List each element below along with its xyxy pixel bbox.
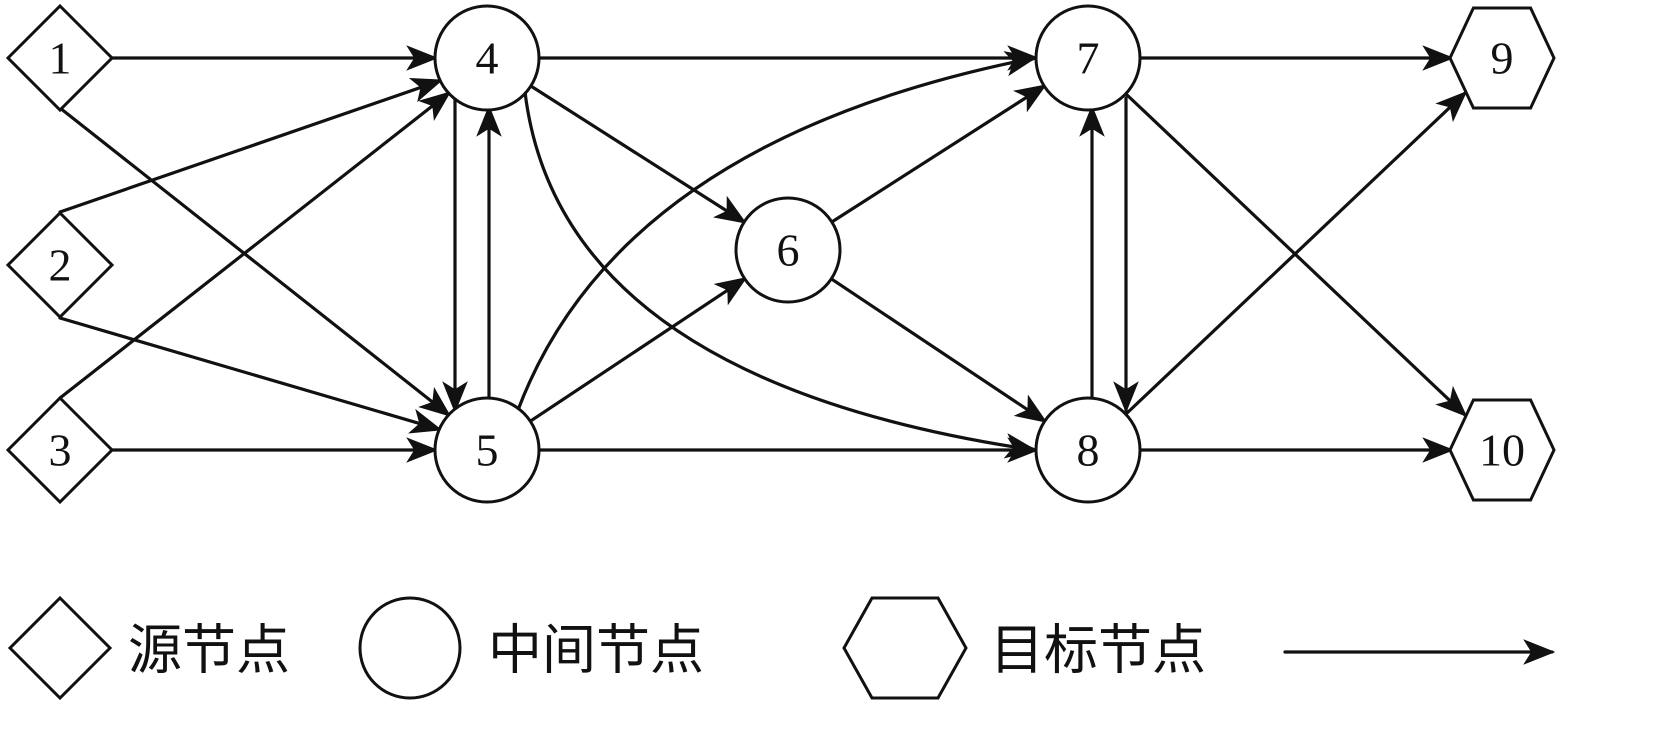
intermediate-node-circle (1034, 4, 1142, 112)
edge-2-to-4 (58, 77, 444, 214)
node-8-label: 8 (1077, 425, 1100, 476)
node-1: 1 (5, 3, 115, 113)
intermediate-node-circle (433, 4, 541, 112)
intermediate-node-circle (734, 196, 842, 304)
node-4: 4 (433, 4, 541, 112)
node-10: 10 (1448, 398, 1556, 502)
edge-1-to-5 (58, 106, 452, 417)
legend-target-label: 目标节点 (990, 619, 1206, 682)
source-node-diamond (5, 3, 115, 113)
legend: 源节点 中间节点 目标节点 (7, 595, 1556, 701)
edge-4-to-8 (523, 90, 1038, 459)
legend-source-diamond-icon (7, 595, 113, 701)
edge-6-to-8 (829, 277, 1048, 423)
edge-5-to-6 (528, 277, 748, 423)
source-node-diamond (5, 395, 115, 505)
edge-8-to-9 (1124, 90, 1468, 416)
node-2: 2 (5, 210, 115, 320)
edge-5-to-7 (516, 51, 1038, 412)
node-5-label: 5 (476, 425, 499, 476)
node-6-label: 6 (777, 225, 800, 276)
target-node-hexagon (1448, 6, 1556, 110)
node-5: 5 (433, 396, 541, 504)
intermediate-node-circle (433, 396, 541, 504)
node-6: 6 (734, 196, 842, 304)
node-9-label: 9 (1491, 33, 1514, 84)
node-7-label: 7 (1077, 33, 1100, 84)
node-10-label: 10 (1479, 425, 1525, 476)
node-7: 7 (1034, 4, 1142, 112)
edges-layer (58, 45, 1468, 463)
legend-intermediate-circle-icon (358, 596, 462, 700)
legend-intermediate-label: 中间节点 (488, 619, 704, 682)
nodes-layer: 1 2 3 4 5 6 7 8 9 10 (5, 3, 1556, 505)
legend-source-label: 源节点 (128, 619, 290, 682)
target-node-hexagon (1448, 398, 1556, 502)
node-3: 3 (5, 395, 115, 505)
node-1-label: 1 (49, 33, 72, 84)
edge-3-to-4 (58, 91, 452, 400)
edge-6-to-7 (830, 84, 1047, 224)
source-node-diamond (5, 210, 115, 320)
node-3-label: 3 (49, 425, 72, 476)
intermediate-node-circle (1034, 396, 1142, 504)
node-4-label: 4 (476, 33, 499, 84)
node-2-label: 2 (49, 240, 72, 291)
node-8: 8 (1034, 396, 1142, 504)
edge-2-to-5 (58, 316, 443, 434)
edge-4-to-6 (529, 84, 747, 224)
node-9: 9 (1448, 6, 1556, 110)
legend-target-hexagon-icon (842, 596, 968, 700)
